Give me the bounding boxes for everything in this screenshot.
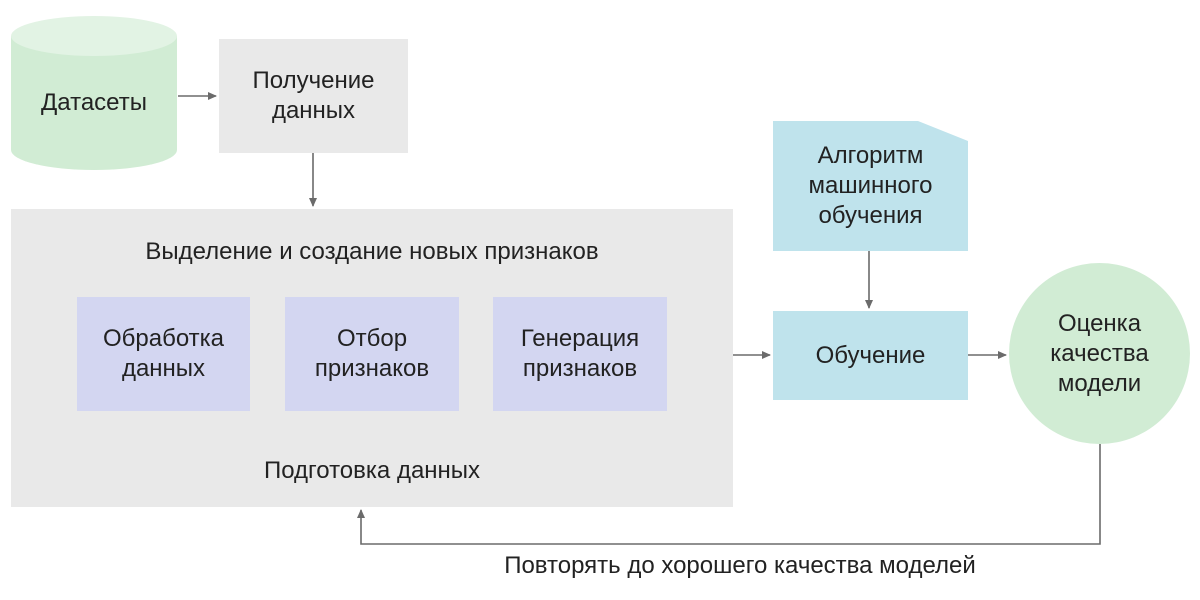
ml-algorithm-shape <box>773 121 968 251</box>
data-acquisition-box: Получение данных <box>219 39 408 153</box>
data-processing-box: Обработка данных <box>77 297 250 411</box>
datasets-cylinder <box>11 16 177 170</box>
loop-label: Повторять до хорошего качества моделей <box>504 552 976 579</box>
feature-generation-box: Генерация признаков <box>493 297 667 411</box>
datasets-label: Датасеты <box>41 89 147 116</box>
training-box: Обучение <box>773 311 968 400</box>
data-preparation-label: Подготовка данных <box>263 457 481 484</box>
ml-algorithm-label: Алгоритм машинного обучения <box>808 142 933 229</box>
feature-selection-box: Отбор признаков <box>285 297 459 411</box>
feature-engineering-title: Выделение и создание новых признаков <box>145 238 599 265</box>
model-evaluation-circle: Оценка качества модели <box>1009 263 1190 444</box>
